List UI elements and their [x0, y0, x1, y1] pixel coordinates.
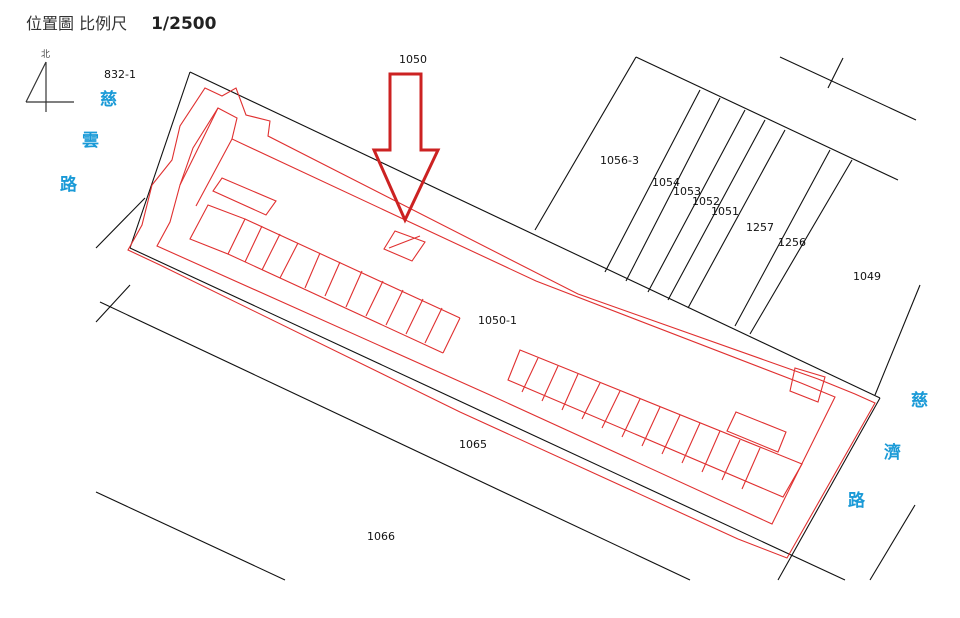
- lot-1056-3: 1056-3: [600, 154, 639, 167]
- parcel-lines: [95, 56, 921, 581]
- north-arrow-icon: [25, 61, 74, 112]
- lot-832-1: 832-1: [104, 68, 136, 81]
- lot-1065: 1065: [459, 438, 487, 451]
- lot-1052: 1052: [692, 195, 720, 208]
- road-ciyun-char-2: 雲: [82, 131, 99, 151]
- lot-1256: 1256: [778, 236, 806, 249]
- lot-1050-1: 1050-1: [478, 314, 517, 327]
- map-title: 位置圖 比例尺 1/2500: [26, 10, 216, 34]
- road-ciyun-char-3: 路: [60, 174, 78, 195]
- lot-1049: 1049: [853, 270, 881, 283]
- title-text: 位置圖 比例尺: [26, 14, 128, 33]
- lot-1257: 1257: [746, 221, 774, 234]
- lot-1051: 1051: [711, 205, 739, 218]
- lot-1054: 1054: [652, 176, 680, 189]
- road-ciji-char-3: 路: [848, 490, 866, 511]
- road-ciji-char-2: 濟: [884, 442, 901, 463]
- road-ciji-char-1: 慈: [911, 390, 928, 411]
- building-outline: [127, 87, 876, 559]
- lot-1066: 1066: [367, 530, 395, 543]
- lot-1050: 1050: [399, 53, 427, 66]
- north-label: 北: [41, 49, 50, 60]
- lot-1053: 1053: [673, 185, 701, 198]
- scale-value: 1/2500: [151, 14, 217, 34]
- road-ciyun-char-1: 慈: [100, 89, 117, 110]
- down-arrow-icon: [371, 72, 441, 224]
